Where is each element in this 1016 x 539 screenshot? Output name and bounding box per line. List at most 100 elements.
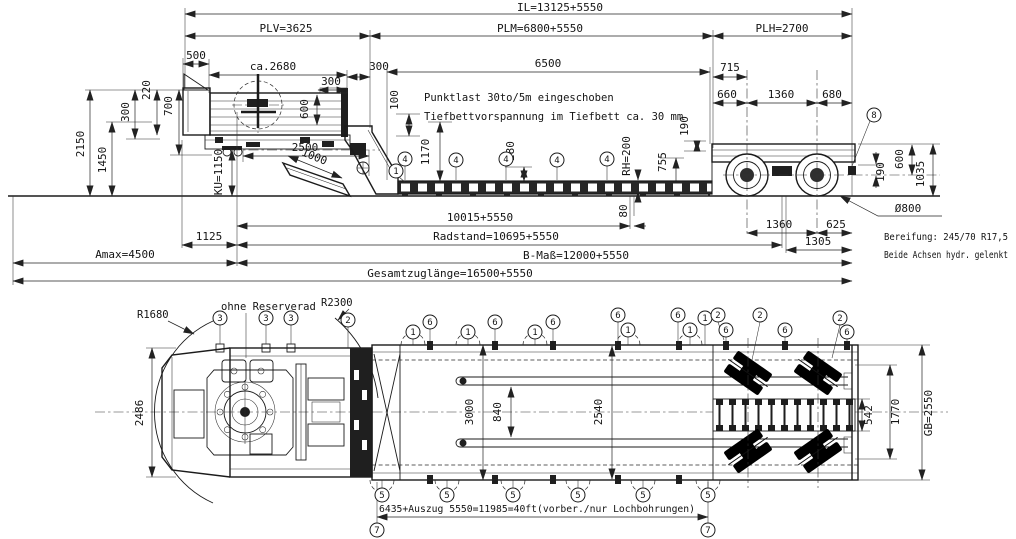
callout-top-20: 6 bbox=[839, 324, 855, 340]
stanchion-posts bbox=[427, 341, 850, 484]
plan-callouts-bottom: 5 5 5 5 5 5 7 7 bbox=[369, 480, 716, 538]
dim-gesamt: Gesamtzuglänge=16500+5550 bbox=[367, 267, 533, 280]
gooseneck-chassis bbox=[204, 134, 351, 150]
plan-dimensions: 2486 3000 840 2540 542 1770 GB=2550 6435… bbox=[133, 344, 935, 524]
callout-top-11: 1 bbox=[620, 322, 636, 338]
svg-text:6: 6 bbox=[844, 328, 849, 338]
callout-top-9: 6 bbox=[545, 314, 561, 330]
plan-callouts-top: 3 3 3 2 1 6 1 6 1 6 6 1 6 1 1 2 6 2 6 2 … bbox=[212, 307, 855, 361]
svg-text:1: 1 bbox=[687, 326, 692, 336]
dim-1170: 1170 bbox=[419, 139, 432, 166]
note-r2300: R2300 bbox=[321, 297, 353, 309]
dim-1450: 1450 bbox=[96, 147, 109, 174]
dim-625: 625 bbox=[826, 218, 846, 231]
dim-300b: 300 bbox=[369, 60, 389, 73]
lowbed-deck bbox=[397, 180, 713, 195]
front-bumper bbox=[173, 389, 205, 439]
dim-1360: 1360 bbox=[768, 88, 795, 101]
callout-top-13: 1 bbox=[682, 322, 698, 338]
callout-side-4d: 4 bbox=[549, 152, 565, 168]
svg-text:2: 2 bbox=[837, 314, 842, 324]
callout-corner-1: 7 bbox=[700, 522, 716, 538]
svg-text:5: 5 bbox=[379, 491, 384, 501]
dim-80: 80 bbox=[617, 204, 630, 217]
svg-text:1: 1 bbox=[410, 328, 415, 338]
svg-text:1: 1 bbox=[702, 314, 707, 324]
svg-text:1: 1 bbox=[532, 328, 537, 338]
callout-side-4e: 4 bbox=[599, 151, 615, 167]
svg-text:2: 2 bbox=[715, 311, 720, 321]
svg-text:4: 4 bbox=[554, 156, 559, 166]
svg-text:1: 1 bbox=[465, 328, 470, 338]
svg-text:4: 4 bbox=[402, 155, 407, 165]
dim-2486: 2486 bbox=[133, 400, 146, 427]
fifth-wheel-plate bbox=[206, 369, 294, 456]
svg-text:4: 4 bbox=[503, 155, 508, 165]
note-tiefbett: Tiefbettvorspannung im Tiefbett ca. 30 m… bbox=[424, 111, 683, 123]
dim-500: 500 bbox=[186, 49, 206, 62]
front-board bbox=[182, 87, 211, 136]
svg-text:7: 7 bbox=[705, 526, 710, 536]
plan-gooseneck bbox=[161, 343, 373, 478]
callout-top-15: 2 bbox=[710, 307, 726, 323]
note-ohne-reserverad: ohne Reserverad bbox=[221, 301, 316, 313]
plan-rear-axles bbox=[712, 338, 859, 488]
dim-radstand: Radstand=10695+5550 bbox=[433, 230, 559, 243]
neck-crossmember bbox=[350, 348, 372, 477]
callout-bottom-2: 5 bbox=[505, 487, 521, 503]
dim-plh: PLH=2700 bbox=[756, 22, 809, 35]
side-mid-dimensions: 2500 1000 1170 280 RH=200 755 190 bbox=[242, 116, 706, 203]
note-r1680: R1680 bbox=[137, 309, 169, 321]
svg-text:1: 1 bbox=[393, 167, 398, 177]
callout-top-14: 1 bbox=[697, 310, 713, 326]
callout-corner-0: 7 bbox=[369, 522, 385, 538]
crossmember-ladder bbox=[712, 398, 856, 432]
svg-text:6: 6 bbox=[550, 318, 555, 328]
svg-text:4: 4 bbox=[604, 155, 609, 165]
dim-1770: 1770 bbox=[889, 399, 902, 426]
side-right-dimensions: 190 600 1035 Ø800 bbox=[839, 143, 942, 217]
note-achsen: Beide Achsen hydr. gelenkt bbox=[884, 250, 1008, 261]
dim-2500: 2500 bbox=[292, 141, 319, 154]
callout-side-8: 8 bbox=[866, 107, 882, 123]
svg-text:5: 5 bbox=[575, 491, 580, 501]
dim-190a: 190 bbox=[678, 116, 691, 136]
svg-text:2: 2 bbox=[345, 316, 350, 326]
dim-1035: 1035 bbox=[914, 161, 927, 188]
callout-top-17: 2 bbox=[752, 307, 768, 323]
dim-plm: PLM=6800+5550 bbox=[497, 22, 583, 35]
svg-text:4: 4 bbox=[453, 156, 458, 166]
svg-text:8: 8 bbox=[871, 111, 876, 121]
dim-dia800: Ø800 bbox=[895, 202, 922, 215]
dim-rh200: RH=200 bbox=[620, 136, 633, 176]
dim-ca2680: ca.2680 bbox=[250, 60, 296, 73]
dim-700: 700 bbox=[162, 96, 175, 116]
dim-680: 680 bbox=[822, 88, 842, 101]
callout-top-12: 6 bbox=[670, 307, 686, 323]
svg-text:2: 2 bbox=[757, 311, 762, 321]
dim-2540: 2540 bbox=[592, 399, 605, 426]
svg-text:6: 6 bbox=[427, 318, 432, 328]
callout-side-1: 1 bbox=[388, 163, 404, 179]
svg-text:7: 7 bbox=[374, 526, 379, 536]
dim-1360b: 1360 bbox=[766, 218, 793, 231]
callout-top-2: 3 bbox=[283, 310, 299, 326]
svg-text:5: 5 bbox=[510, 491, 515, 501]
callout-bottom-4: 5 bbox=[635, 487, 651, 503]
side-callouts: 1 4 4 4 4 4 8 bbox=[388, 107, 882, 183]
svg-text:6: 6 bbox=[492, 318, 497, 328]
callout-side-4c: 4 bbox=[498, 151, 514, 167]
dim-ku1150: KU=1150 bbox=[212, 149, 225, 195]
dim-715: 715 bbox=[720, 61, 740, 74]
note-bereifung: Bereifung: 245/70 R17,5 bbox=[884, 232, 1008, 243]
svg-text:5: 5 bbox=[640, 491, 645, 501]
callout-top-8: 1 bbox=[527, 324, 543, 340]
dim-3000: 3000 bbox=[463, 399, 476, 426]
svg-text:6: 6 bbox=[675, 311, 680, 321]
rear-bogie bbox=[711, 70, 940, 236]
folded-ramp bbox=[281, 161, 352, 198]
callout-bottom-0: 5 bbox=[374, 487, 390, 503]
dim-300v: 300 bbox=[119, 102, 132, 122]
